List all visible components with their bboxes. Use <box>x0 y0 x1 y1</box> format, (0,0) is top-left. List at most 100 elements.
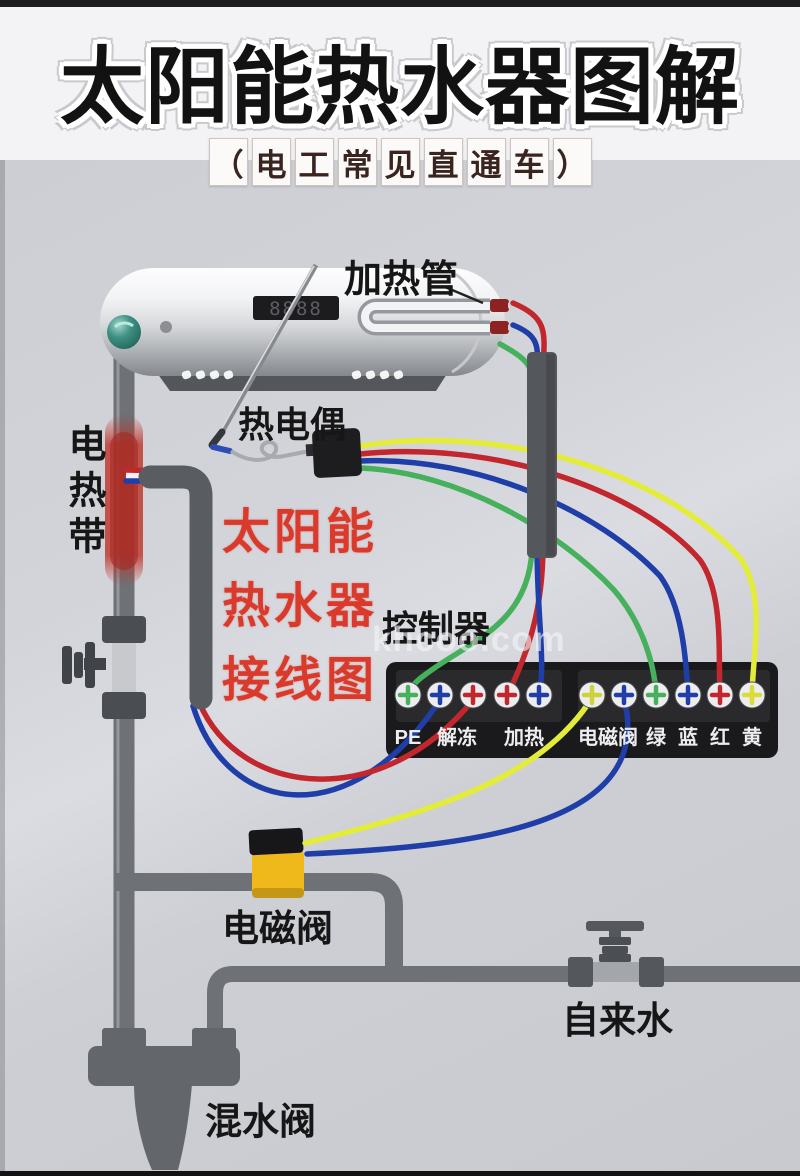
top-letterbox-bar <box>0 0 800 7</box>
element-terminal-stud <box>490 299 509 312</box>
tank-body <box>100 268 505 376</box>
label-heating-tube: 加热管 <box>344 259 459 301</box>
terminal-label-pe: PE <box>395 727 422 749</box>
tap-water-pipe <box>207 966 800 1032</box>
tank-knob <box>107 315 141 349</box>
subtitle-tile: （ <box>208 138 248 186</box>
terminal-label-red: 红 <box>710 725 730 749</box>
wiring-note: 太阳能 热水器 接线图 <box>222 496 378 718</box>
valve-body <box>112 640 136 696</box>
left-pipe-valve <box>62 616 146 719</box>
wire-yellow-solenoid <box>302 695 595 846</box>
thermocouple-rod-highlight <box>220 265 315 431</box>
mixing-valve-flange <box>102 1028 146 1050</box>
label-solenoid-valve: 电磁阀 <box>222 908 333 949</box>
heating-band <box>105 414 143 586</box>
left-elbow-conduit <box>138 465 213 710</box>
thermocouple-tip <box>208 428 226 449</box>
wiring-note-line: 太阳能 <box>222 506 379 559</box>
element-terminal-stud <box>490 321 509 334</box>
right-conduit-shade <box>546 354 555 556</box>
tap-water-gate-valve <box>568 921 664 987</box>
watermark: khcoo.com <box>372 620 566 659</box>
subtitle-tile: 通 <box>466 138 506 186</box>
valve-handle-disc <box>62 646 72 684</box>
terminal-screw <box>578 681 606 709</box>
solenoid-body <box>252 850 304 898</box>
terminal-label-defrost: 解冻 <box>437 725 477 749</box>
thermocouple <box>208 263 362 478</box>
heating-tube-pointer-line <box>444 285 484 305</box>
terminal-screw <box>610 681 638 709</box>
wiring-note-line: 接线图 <box>222 654 379 707</box>
wire-yellow-sensor <box>357 437 759 697</box>
gate-valve-stem <box>609 929 621 938</box>
wire-red-sensor <box>357 448 723 697</box>
water-heater-tank: 8888 <box>100 268 515 391</box>
label-controller: 控制器 <box>382 608 491 649</box>
right-conduit-bar <box>527 352 557 558</box>
tank-display-digits: 8888 <box>269 298 323 320</box>
wire-green-sensor <box>357 465 659 697</box>
valve-coupling-top <box>102 616 146 643</box>
mixing-valve-flange <box>192 1028 236 1050</box>
terminal-label-green: 绿 <box>646 725 667 749</box>
solenoid-valve <box>248 827 304 898</box>
subtitle-tile: 见 <box>380 138 420 186</box>
terminal-screw <box>642 681 670 709</box>
terminal-label-blue: 蓝 <box>678 726 698 749</box>
valve-coupling-bottom <box>102 692 146 719</box>
subtitle-tile: ） <box>552 138 592 186</box>
subtitle: （ 电 工 常 见 直 通 车 ） <box>0 138 800 186</box>
solenoid-body-shade <box>252 888 304 898</box>
left-edge-shade <box>0 160 5 1176</box>
mixing-valve <box>88 1028 240 1170</box>
page-title: 太阳能热水器图解 <box>59 40 740 134</box>
label-mixing-valve: 混水阀 <box>205 1101 316 1142</box>
tank-knob-highlight <box>113 321 134 329</box>
terminal-label-yellow: 黄 <box>742 725 762 749</box>
terminal-screw <box>394 681 422 709</box>
label-tap-water: 自来水 <box>562 1000 673 1041</box>
tank-display <box>253 296 339 320</box>
subtitle-tile: 车 <box>509 138 549 186</box>
wire-blue-defrost <box>190 697 443 798</box>
label-heating-band: 电热带 <box>62 424 104 562</box>
gate-valve-ridge <box>599 954 631 962</box>
terminal-screw <box>706 681 734 709</box>
gate-valve-ridge <box>599 937 631 945</box>
gate-valve-handle <box>586 921 644 931</box>
bottom-letterbox-bar <box>0 1171 800 1176</box>
subtitle-tile: 常 <box>337 138 377 186</box>
gate-valve-flange <box>639 957 664 987</box>
wiring-note-line: 热水器 <box>222 580 379 633</box>
mixing-valve-spout <box>134 1084 192 1170</box>
subtitle-tile: 电 <box>251 138 291 186</box>
subtitle-tile: 直 <box>423 138 463 186</box>
terminal-label-heat: 加热 <box>503 726 544 749</box>
conduits <box>138 352 557 710</box>
terminal-screw <box>459 681 487 709</box>
terminal-screw <box>738 681 766 709</box>
terminal-screw <box>525 681 553 709</box>
terminal-screw <box>493 681 521 709</box>
gate-valve-flange <box>568 957 593 987</box>
tank-vents <box>181 370 404 380</box>
wire-blue-sensor <box>357 457 691 697</box>
thermocouple-tip-band <box>210 444 233 454</box>
wire-red-defrost <box>196 697 476 782</box>
thermocouple-rod <box>219 263 319 434</box>
terminal-screw <box>426 681 454 709</box>
valve-handle-disc <box>74 652 83 678</box>
label-thermocouple: 热电偶 <box>238 404 347 445</box>
gate-valve-ridge <box>602 946 628 954</box>
valve-handle-disc <box>85 642 95 688</box>
terminal-screw <box>674 681 702 709</box>
thermocouple-cable <box>229 440 316 462</box>
mixing-valve-manifold <box>88 1046 240 1086</box>
subtitle-tile: 工 <box>294 138 334 186</box>
terminal-label-solenoid: 电磁阀 <box>578 725 638 749</box>
gate-valve-body <box>590 962 642 982</box>
